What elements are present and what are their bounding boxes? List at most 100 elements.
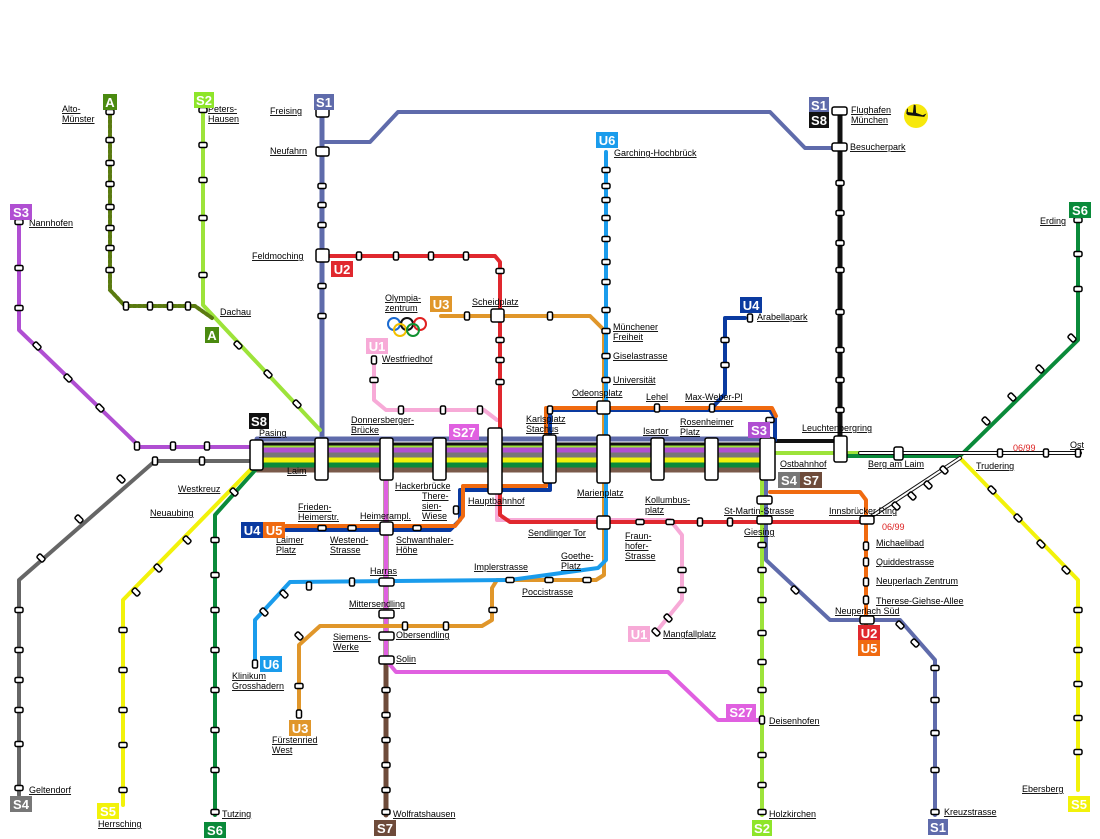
station-stop[interactable]	[930, 696, 940, 704]
station-label-lehel[interactable]: Lehel	[646, 392, 668, 402]
station-label-michaelibad[interactable]: Michaelibad	[876, 538, 924, 548]
station-stop[interactable]	[184, 301, 192, 311]
station-obersendling[interactable]	[378, 631, 395, 641]
station-stop[interactable]	[930, 729, 940, 737]
station-stop[interactable]	[582, 576, 592, 584]
station-stop[interactable]	[720, 361, 730, 369]
station-label-donnersberger-brücke[interactable]: Donnersberger-Brücke	[351, 415, 414, 435]
station-odeonsplatz[interactable]	[596, 400, 611, 415]
station-rosenheimer[interactable]	[704, 437, 719, 481]
station-stop[interactable]	[495, 336, 505, 344]
station-stop[interactable]	[923, 480, 933, 490]
station-stop[interactable]	[463, 311, 471, 321]
station-stop[interactable]	[677, 586, 687, 594]
station-stop[interactable]	[1036, 539, 1046, 549]
station-stop[interactable]	[476, 405, 484, 415]
station-stop[interactable]	[210, 766, 220, 774]
station-stop[interactable]	[601, 306, 611, 314]
station-stop[interactable]	[348, 577, 356, 587]
station-label-olympia-zentrum[interactable]: Olympia-zentrum	[385, 293, 421, 313]
station-label-hackerbrücke[interactable]: Hackerbrücke	[395, 481, 451, 491]
station-stop[interactable]	[131, 587, 141, 597]
station-stop[interactable]	[495, 378, 505, 386]
station-stop[interactable]	[862, 595, 870, 605]
station-stop[interactable]	[370, 355, 378, 365]
station-stop[interactable]	[317, 221, 327, 229]
station-stop[interactable]	[347, 524, 357, 532]
station-stop[interactable]	[653, 403, 661, 413]
station-stop[interactable]	[14, 646, 24, 654]
station-stop[interactable]	[907, 491, 917, 501]
station-label-schwanthaler-höhe[interactable]: Schwanthaler-Höhe	[396, 535, 454, 555]
station-stop[interactable]	[601, 235, 611, 243]
station-stop[interactable]	[987, 485, 997, 495]
station-stop[interactable]	[939, 465, 949, 475]
station-stop[interactable]	[369, 376, 379, 384]
station-label-sendlinger-tor[interactable]: Sendlinger Tor	[528, 528, 586, 538]
station-stop[interactable]	[118, 666, 128, 674]
station-stop[interactable]	[835, 346, 845, 354]
station-stop[interactable]	[279, 589, 289, 599]
station-stop[interactable]	[910, 638, 920, 648]
station-stop[interactable]	[601, 196, 611, 204]
station-stop[interactable]	[198, 271, 208, 279]
station-stop[interactable]	[198, 456, 206, 466]
station-label-heimerampl[interactable]: Heimerampl.	[360, 511, 411, 521]
station-stop[interactable]	[601, 166, 611, 174]
station-label-ostbahnhof[interactable]: Ostbahnhof	[780, 459, 827, 469]
station-label-giesing[interactable]: Giesing	[744, 527, 775, 537]
station-laim[interactable]	[314, 437, 329, 481]
station-stop[interactable]	[720, 336, 730, 344]
station-stop[interactable]	[835, 308, 845, 316]
station-label-ost[interactable]: Ost	[1070, 440, 1085, 450]
station-stop[interactable]	[14, 264, 24, 272]
station-label-neuaubing[interactable]: Neuaubing	[150, 508, 194, 518]
station-stop[interactable]	[665, 518, 675, 526]
station-pasing[interactable]	[249, 439, 264, 471]
station-label-erding[interactable]: Erding	[1040, 216, 1066, 226]
station-stop[interactable]	[355, 251, 363, 261]
station-stop[interactable]	[544, 576, 554, 584]
station-berg-am-laim[interactable]	[893, 446, 904, 461]
station-stop[interactable]	[166, 301, 174, 311]
station-stop[interactable]	[1073, 680, 1083, 688]
station-stop[interactable]	[758, 715, 766, 725]
station-stop[interactable]	[546, 405, 554, 415]
station-leuchtenbergring[interactable]	[833, 435, 848, 463]
station-stop[interactable]	[14, 304, 24, 312]
station-stop[interactable]	[601, 376, 611, 384]
station-stop[interactable]	[233, 340, 243, 350]
station-stop[interactable]	[835, 266, 845, 274]
station-stop[interactable]	[381, 686, 391, 694]
station-stop[interactable]	[14, 218, 24, 226]
station-stop[interactable]	[930, 808, 940, 816]
station-stop[interactable]	[891, 501, 901, 511]
station-stop[interactable]	[835, 209, 845, 217]
station-label-wolfratshausen[interactable]: Wolfratshausen	[393, 809, 455, 819]
station-st-martin[interactable]	[756, 495, 773, 505]
station-stop[interactable]	[757, 541, 767, 549]
station-neufahrn[interactable]	[315, 146, 330, 157]
station-label-fraun-hofer-strasse[interactable]: Fraun-hofer-Strasse	[625, 531, 656, 561]
station-sendlinger-tor[interactable]	[596, 515, 611, 530]
station-stop[interactable]	[412, 524, 422, 532]
station-stop[interactable]	[392, 251, 400, 261]
station-stop[interactable]	[1007, 392, 1017, 402]
station-isartor[interactable]	[650, 437, 665, 481]
station-stop[interactable]	[210, 606, 220, 614]
station-stop[interactable]	[146, 301, 154, 311]
station-stop[interactable]	[381, 761, 391, 769]
station-stop[interactable]	[105, 266, 115, 274]
station-stop[interactable]	[1035, 364, 1045, 374]
station-stop[interactable]	[835, 406, 845, 414]
station-stop[interactable]	[601, 182, 611, 190]
station-stop[interactable]	[462, 251, 470, 261]
station-stop[interactable]	[105, 203, 115, 211]
station-stop[interactable]	[757, 629, 767, 637]
station-label-siemens-werke[interactable]: Siemens-Werke	[333, 632, 371, 652]
station-stop[interactable]	[1067, 333, 1077, 343]
station-neuperlach-sued[interactable]	[859, 615, 875, 625]
station-stop[interactable]	[292, 399, 302, 409]
